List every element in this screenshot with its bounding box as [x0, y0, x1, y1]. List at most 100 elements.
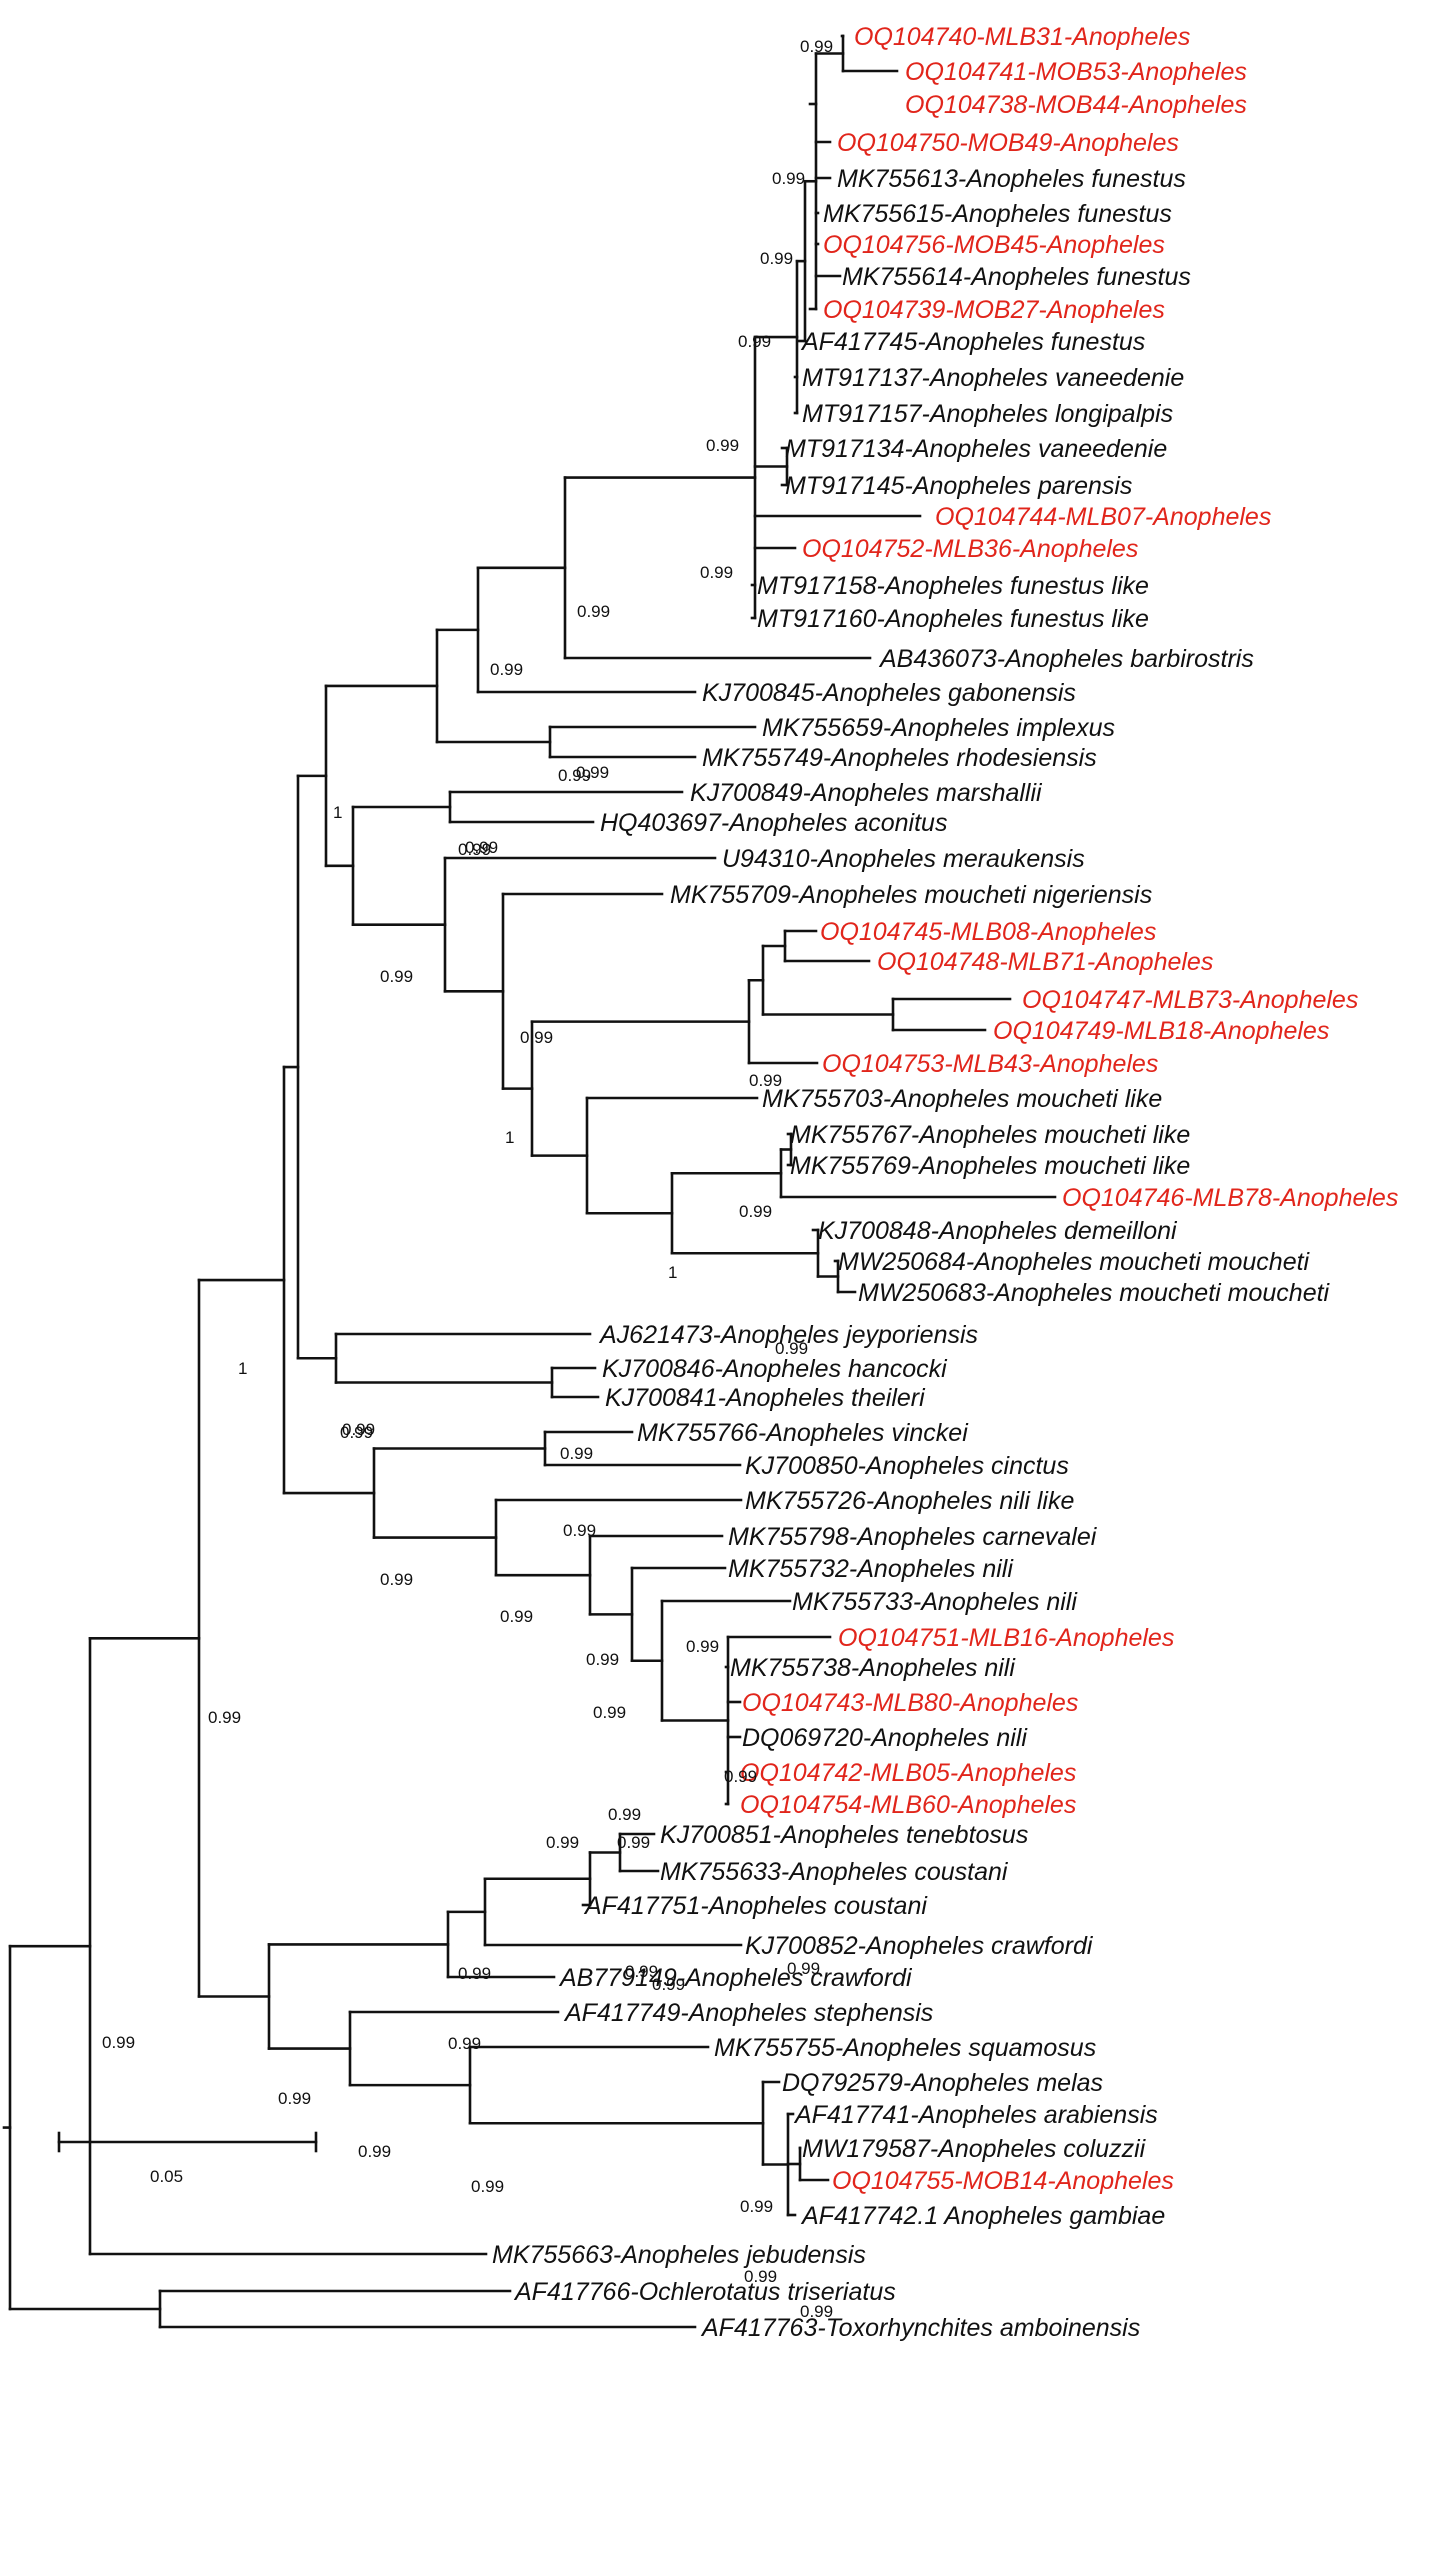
- leaf-label: U94310-Anopheles meraukensis: [722, 845, 1085, 873]
- leaf-label: MK755767-Anopheles moucheti like: [790, 1121, 1190, 1149]
- support-value: 0.99: [686, 1637, 719, 1656]
- support-value: 0.99: [617, 1833, 650, 1852]
- leaf-label: KJ700849-Anopheles marshallii: [690, 779, 1043, 807]
- leaf-label: MT917145-Anopheles parensis: [785, 472, 1132, 500]
- support-value: 0.99: [208, 1708, 241, 1727]
- leaf-label: DQ069720-Anopheles nili: [742, 1724, 1028, 1752]
- support-value: 0.99: [775, 1339, 808, 1358]
- support-value: 0.99: [558, 766, 591, 785]
- leaf-label: KJ700848-Anopheles demeilloni: [818, 1217, 1178, 1245]
- leaf-label: MK755766-Anopheles vinckei: [637, 1419, 969, 1447]
- support-value: 0.99: [749, 1071, 782, 1090]
- leaf-label: OQ104747-MLB73-Anopheles: [1022, 986, 1358, 1014]
- leaf-label: MT917157-Anopheles longipalpis: [802, 400, 1173, 428]
- support-value: 0.99: [652, 1975, 685, 1994]
- support-value: 0.99: [739, 1202, 772, 1221]
- leaf-label: MT917160-Anopheles funestus like: [757, 605, 1149, 633]
- support-value: 0.99: [608, 1805, 641, 1824]
- leaf-label: MK755709-Anopheles moucheti nigeriensis: [670, 881, 1152, 909]
- leaf-label: AF417749-Anopheles stephensis: [563, 1999, 933, 2027]
- leaf-label: OQ104739-MOB27-Anopheles: [823, 296, 1165, 324]
- leaf-label: OQ104749-MLB18-Anopheles: [993, 1017, 1329, 1045]
- leaf-label: OQ104752-MLB36-Anopheles: [802, 535, 1138, 563]
- support-value: 0.99: [593, 1703, 626, 1722]
- support-value: 0.99: [380, 1570, 413, 1589]
- scale-bar: 0.05: [57, 2131, 318, 2186]
- leaf-label: MK755614-Anopheles funestus: [842, 263, 1191, 291]
- support-value: 0.99: [576, 763, 609, 782]
- leaf-label: HQ403697-Anopheles aconitus: [600, 809, 947, 837]
- leaf-label: OQ104750-MOB49-Anopheles: [837, 129, 1179, 157]
- leaf-label: AF417766-Ochlerotatus triseriatus: [513, 2278, 896, 2306]
- leaf-label: KJ700850-Anopheles cinctus: [745, 1452, 1069, 1480]
- leaf-label: MK755726-Anopheles nili like: [745, 1487, 1074, 1515]
- leaf-label: MT917158-Anopheles funestus like: [757, 572, 1149, 600]
- support-value: 0.99: [577, 602, 610, 621]
- support-value: 0.99: [740, 2197, 773, 2216]
- support-value: 0.99: [560, 1444, 593, 1463]
- leaf-label: MW179587-Anopheles coluzzii: [802, 2135, 1147, 2163]
- leaf-label: MK755769-Anopheles moucheti like: [790, 1152, 1190, 1180]
- support-value: 0.99: [800, 37, 833, 56]
- support-value: 0.99: [340, 1423, 373, 1442]
- leaf-label: OQ104738-MOB44-Anopheles: [905, 91, 1247, 119]
- leaf-label: AF417742.1 Anopheles gambiae: [800, 2202, 1165, 2230]
- support-value: 0.99: [738, 332, 771, 351]
- leaf-label: MK755798-Anopheles carnevalei: [728, 1523, 1098, 1551]
- leaf-label: OQ104746-MLB78-Anopheles: [1062, 1184, 1398, 1212]
- leaf-label: OQ104740-MLB31-Anopheles: [854, 23, 1190, 51]
- support-value: 0.99: [744, 2267, 777, 2286]
- leaf-labels: OQ104740-MLB31-AnophelesOQ104741-MOB53-A…: [492, 23, 1398, 2342]
- leaf-label: AB779149-Anopheles crawfordi: [558, 1964, 913, 1992]
- leaf-label: MW250684-Anopheles moucheti moucheti: [838, 1248, 1311, 1276]
- leaf-label: OQ104754-MLB60-Anopheles: [740, 1791, 1076, 1819]
- leaf-label: KJ700851-Anopheles tenebtosus: [660, 1821, 1028, 1849]
- leaf-label: AF417751-Anopheles coustani: [583, 1892, 928, 1920]
- support-value: 0.99: [586, 1650, 619, 1669]
- support-value: 0.99: [490, 660, 523, 679]
- leaf-label: MK755659-Anopheles implexus: [762, 714, 1115, 742]
- support-value: 0.99: [278, 2089, 311, 2108]
- support-value: 0.99: [342, 1420, 375, 1439]
- leaf-label: MK755663-Anopheles jebudensis: [492, 2241, 866, 2269]
- support-value: 0.99: [724, 1767, 757, 1786]
- leaf-label: MK755615-Anopheles funestus: [823, 200, 1172, 228]
- support-value: 1: [238, 1359, 247, 1378]
- scale-bar-label: 0.05: [150, 2167, 183, 2186]
- support-value: 0.99: [520, 1028, 553, 1047]
- leaf-label: AF417763-Toxorhynchites amboinensis: [700, 2314, 1140, 2342]
- leaf-label: OQ104755-MOB14-Anopheles: [832, 2167, 1174, 2195]
- support-value: 0.99: [625, 1962, 658, 1981]
- support-value: 0.99: [706, 436, 739, 455]
- support-value: 1: [668, 1263, 677, 1282]
- support-value: 0.99: [760, 249, 793, 268]
- leaf-label: KJ700841-Anopheles theileri: [605, 1384, 926, 1412]
- support-value: 1: [505, 1128, 514, 1147]
- leaf-label: OQ104744-MLB07-Anopheles: [935, 503, 1271, 531]
- support-value: 0.99: [448, 2034, 481, 2053]
- support-value: 0.99: [500, 1607, 533, 1626]
- support-value: 1: [333, 803, 342, 822]
- leaf-label: AB436073-Anopheles barbirostris: [878, 645, 1254, 673]
- leaf-label: AF417745-Anopheles funestus: [800, 328, 1145, 356]
- leaf-label: OQ104741-MOB53-Anopheles: [905, 58, 1247, 86]
- leaf-label: AF417741-Anopheles arabiensis: [793, 2101, 1158, 2129]
- leaf-label: MK755749-Anopheles rhodesiensis: [702, 744, 1097, 772]
- support-value: 0.99: [787, 1959, 820, 1978]
- support-value: 0.99: [102, 2033, 135, 2052]
- leaf-label: MK755613-Anopheles funestus: [837, 165, 1186, 193]
- support-value: 0.99: [465, 838, 498, 857]
- support-value: 0.99: [458, 1964, 491, 1983]
- leaf-label: MT917137-Anopheles vaneedenie: [802, 364, 1184, 392]
- support-value: 0.99: [358, 2142, 391, 2161]
- leaf-label: MK755755-Anopheles squamosus: [714, 2034, 1096, 2062]
- leaf-label: MK755703-Anopheles moucheti like: [762, 1085, 1162, 1113]
- leaf-label: OQ104748-MLB71-Anopheles: [877, 948, 1213, 976]
- support-value: 0.99: [800, 2302, 833, 2321]
- leaf-label: MK755733-Anopheles nili: [792, 1588, 1078, 1616]
- support-value: 0.99: [563, 1521, 596, 1540]
- leaf-label: MK755633-Anopheles coustani: [660, 1858, 1009, 1886]
- leaf-label: KJ700846-Anopheles hancocki: [602, 1355, 948, 1383]
- leaf-label: AJ621473-Anopheles jeyporiensis: [598, 1321, 978, 1349]
